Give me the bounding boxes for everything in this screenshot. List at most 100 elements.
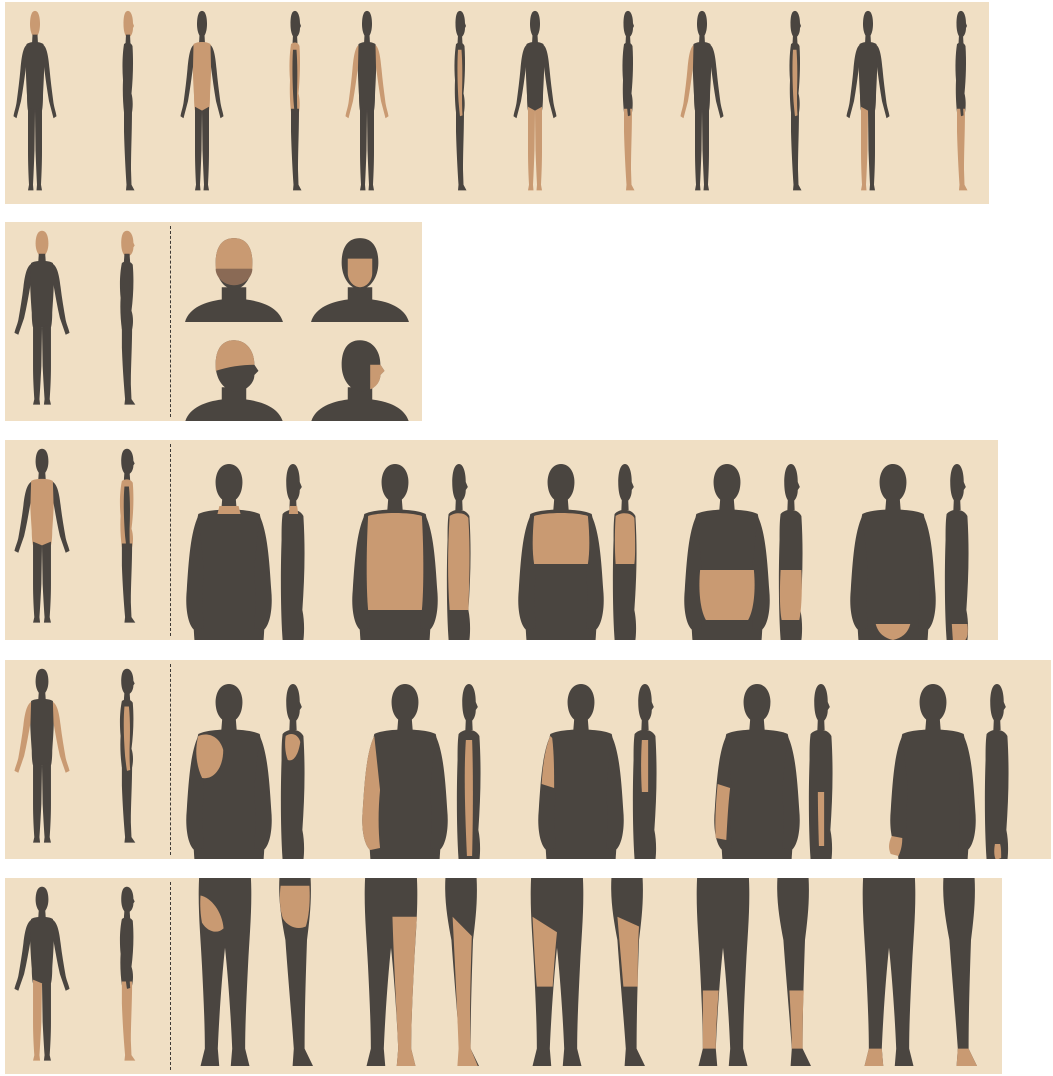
figure-side-1: [122, 11, 134, 191]
figure-side-1: [120, 449, 135, 623]
torso-head: [548, 464, 575, 502]
panel-divider: [170, 664, 171, 855]
figure-front-4: [346, 11, 389, 191]
figure-arm-right: [711, 45, 724, 118]
figure-head: [36, 887, 49, 913]
torso-neck: [621, 498, 628, 510]
torso-head: [814, 684, 830, 722]
bust-shoulders: [185, 287, 283, 322]
figure-arm-left: [346, 45, 359, 118]
figure-leg: [122, 982, 135, 1061]
figure-arm-right: [53, 482, 70, 553]
highlight-full-back: [448, 513, 469, 610]
figure-leg-left: [861, 107, 868, 191]
figure-side-1: [120, 669, 135, 843]
figure-side-1: [120, 887, 135, 1061]
detail-bust-back-0: [185, 238, 283, 322]
torso-neck: [817, 718, 824, 730]
torso-body: [281, 510, 305, 640]
scalp-shade: [216, 269, 253, 285]
figure-leg: [791, 109, 802, 191]
detail-legs-side-5: [611, 878, 645, 1066]
detail-legs-back-0: [199, 878, 252, 1066]
panel-divider: [170, 444, 171, 636]
figure-leg-right: [35, 107, 42, 191]
leg-panel: [5, 878, 1002, 1074]
torso-head: [784, 464, 800, 502]
figure-head: [624, 11, 635, 38]
detail-torso-side-3: [447, 464, 471, 640]
figure-leg-left: [33, 542, 42, 623]
trunk-figures: [5, 440, 998, 640]
torso-head: [392, 684, 419, 722]
figure-head: [121, 887, 134, 913]
figure-arm-left: [14, 45, 27, 118]
torso-head: [382, 464, 409, 502]
figure-side-1: [120, 231, 135, 405]
torso-neck: [387, 498, 402, 510]
figure-front-2: [181, 11, 224, 191]
torso-neck: [787, 498, 794, 510]
overview-panel: [5, 2, 989, 204]
figure-head: [197, 11, 207, 38]
figure-head: [791, 11, 802, 38]
detail-legs-back-6: [697, 878, 750, 1066]
figure-leg-left: [360, 107, 367, 191]
torso-neck: [573, 718, 588, 730]
figure-trunk: [30, 917, 54, 983]
bust-shoulders: [311, 287, 409, 322]
figure-side-11: [955, 11, 967, 191]
detail-legs-side-3: [445, 878, 479, 1066]
figure-trunk: [693, 42, 712, 111]
figure-head: [121, 231, 134, 257]
figure-leg-left: [195, 107, 202, 191]
figure-arm-right: [544, 45, 557, 118]
figure-arm-right: [53, 264, 70, 335]
legs-shape: [863, 878, 916, 1066]
face-region: [348, 259, 372, 288]
torso-head: [950, 464, 966, 502]
figure-arm-left: [681, 45, 694, 118]
torso-head: [618, 464, 634, 502]
figure-arm-left: [14, 264, 31, 335]
torso-neck: [553, 498, 568, 510]
torso-head: [286, 464, 302, 502]
detail-torso-side-5: [613, 464, 637, 640]
detail-torso-side-9: [945, 464, 969, 640]
figure-leg-left: [528, 107, 535, 191]
detail-torso-back-8: [850, 464, 935, 640]
figure-leg: [291, 109, 302, 191]
figure-leg-left: [28, 107, 35, 191]
torso-neck: [719, 498, 734, 510]
overview-figures: [5, 2, 989, 204]
figure-leg: [124, 109, 135, 191]
torso-head: [216, 684, 243, 722]
highlight-upper-back: [615, 513, 635, 564]
panel-divider: [170, 226, 171, 417]
detail-torso-back-2: [352, 464, 437, 640]
figure-leg: [957, 109, 968, 191]
detail-torso-back-6: [684, 464, 769, 640]
figure-head: [530, 11, 540, 38]
figure-front-10: [847, 11, 890, 191]
bust-shoulders: [185, 387, 283, 421]
figure-front-8: [681, 11, 724, 191]
figure-head: [362, 11, 372, 38]
detail-torso-back-0: [186, 684, 271, 859]
detail-torso-side-3: [457, 684, 481, 859]
arm-panel: [5, 660, 1051, 859]
torso-neck: [465, 718, 472, 730]
figure-head: [124, 11, 135, 38]
scalp-region: [216, 238, 253, 269]
detail-torso-side-7: [809, 684, 833, 859]
detail-torso-back-4: [518, 464, 603, 640]
torso-head: [568, 684, 595, 722]
figure-side-5: [454, 11, 466, 191]
detail-bust-front-1: [311, 238, 409, 322]
head-figures: [5, 222, 422, 421]
figure-side-9: [789, 11, 801, 191]
torso-neck: [221, 718, 236, 730]
torso-neck: [885, 498, 900, 510]
arm-figures: [5, 660, 1051, 859]
highlight-lower-back: [780, 570, 802, 620]
